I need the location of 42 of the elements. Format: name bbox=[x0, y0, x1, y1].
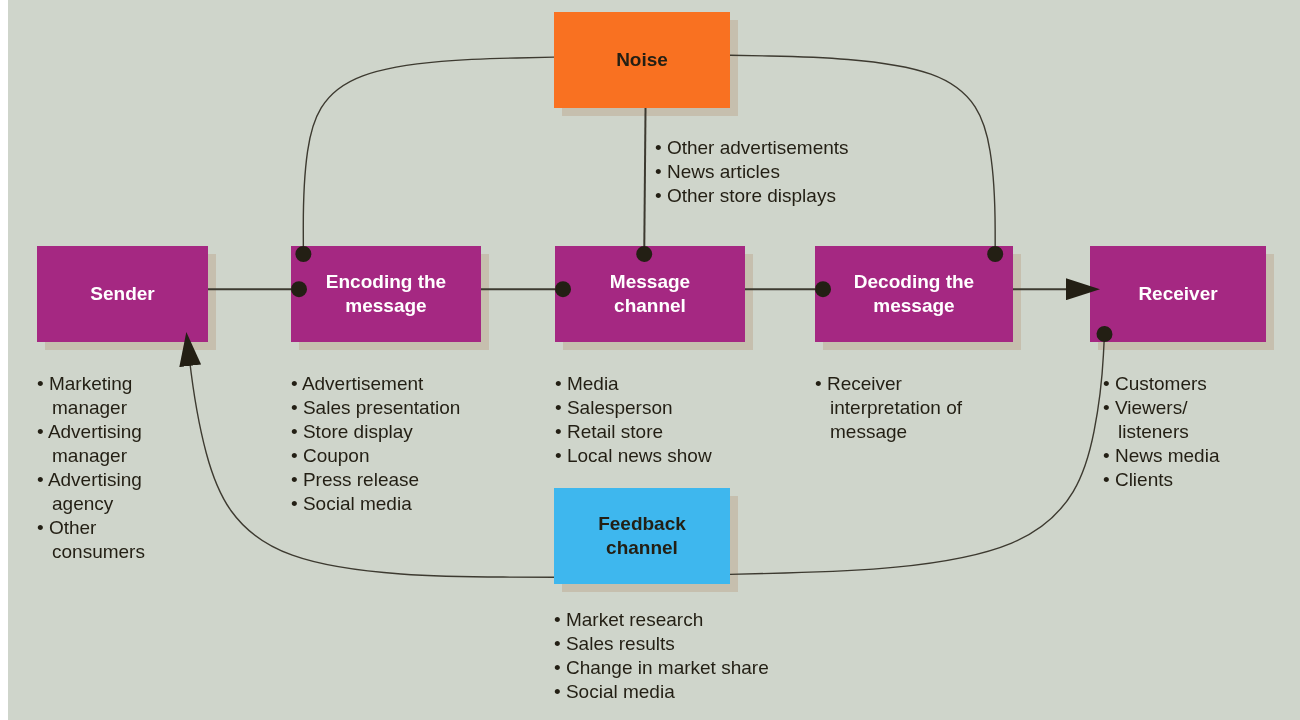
bullet-item: • Market research bbox=[554, 608, 705, 632]
connector-line bbox=[295, 56, 555, 262]
node-label: Sender bbox=[89, 282, 156, 306]
bullet-item: • Store display bbox=[291, 420, 414, 444]
bullet-item: • Marketing manager bbox=[37, 372, 134, 420]
bullet-item: • Customers bbox=[1103, 372, 1208, 396]
bullet-item: • Advertisement bbox=[291, 372, 425, 396]
node-label: Decoding the message bbox=[852, 270, 976, 318]
connector-line bbox=[1012, 278, 1100, 301]
node-label: Encoding the message bbox=[324, 270, 448, 318]
bullet-item: • Receiver interpretation of message bbox=[815, 372, 964, 444]
bullet-item: • Advertising agency bbox=[37, 468, 143, 516]
connector-line bbox=[729, 54, 1004, 262]
bullet-item: • Other store displays bbox=[655, 184, 837, 208]
bullet-item: • Clients bbox=[1103, 468, 1174, 492]
bullet-item: • Local news show bbox=[555, 444, 713, 468]
bullet-item: • Salesperson bbox=[555, 396, 674, 420]
node-label: Message channel bbox=[608, 270, 692, 318]
bullet-item: • Social media bbox=[291, 492, 413, 516]
bullet-item: • Advertising manager bbox=[37, 420, 143, 468]
connector-line bbox=[480, 281, 571, 298]
bullet-item: • News media bbox=[1103, 444, 1221, 468]
bullet-item: • Social media bbox=[554, 680, 676, 704]
connector-line bbox=[636, 107, 653, 262]
bullet-item: • Other consumers bbox=[37, 516, 146, 564]
connector-line bbox=[179, 332, 555, 578]
bullet-item: • News articles bbox=[655, 160, 781, 184]
node-label: Receiver bbox=[1137, 282, 1219, 306]
node-label: Noise bbox=[615, 48, 669, 72]
bullet-item: • Media bbox=[555, 372, 620, 396]
bullet-item: • Coupon bbox=[291, 444, 371, 468]
bullet-item: • Sales presentation bbox=[291, 396, 462, 420]
bullet-item: • Sales results bbox=[554, 632, 676, 656]
bullet-item: • Viewers/ listeners bbox=[1103, 396, 1190, 444]
bullet-item: • Press release bbox=[291, 468, 421, 492]
bullet-item: • Change in market share bbox=[554, 656, 770, 680]
bullet-item: • Retail store bbox=[555, 420, 665, 444]
bullet-item: • Other advertisements bbox=[655, 136, 850, 160]
node-label: Feedback channel bbox=[597, 512, 687, 560]
connector-line bbox=[207, 281, 307, 298]
connector-line bbox=[744, 281, 831, 298]
connector-line bbox=[729, 326, 1113, 576]
